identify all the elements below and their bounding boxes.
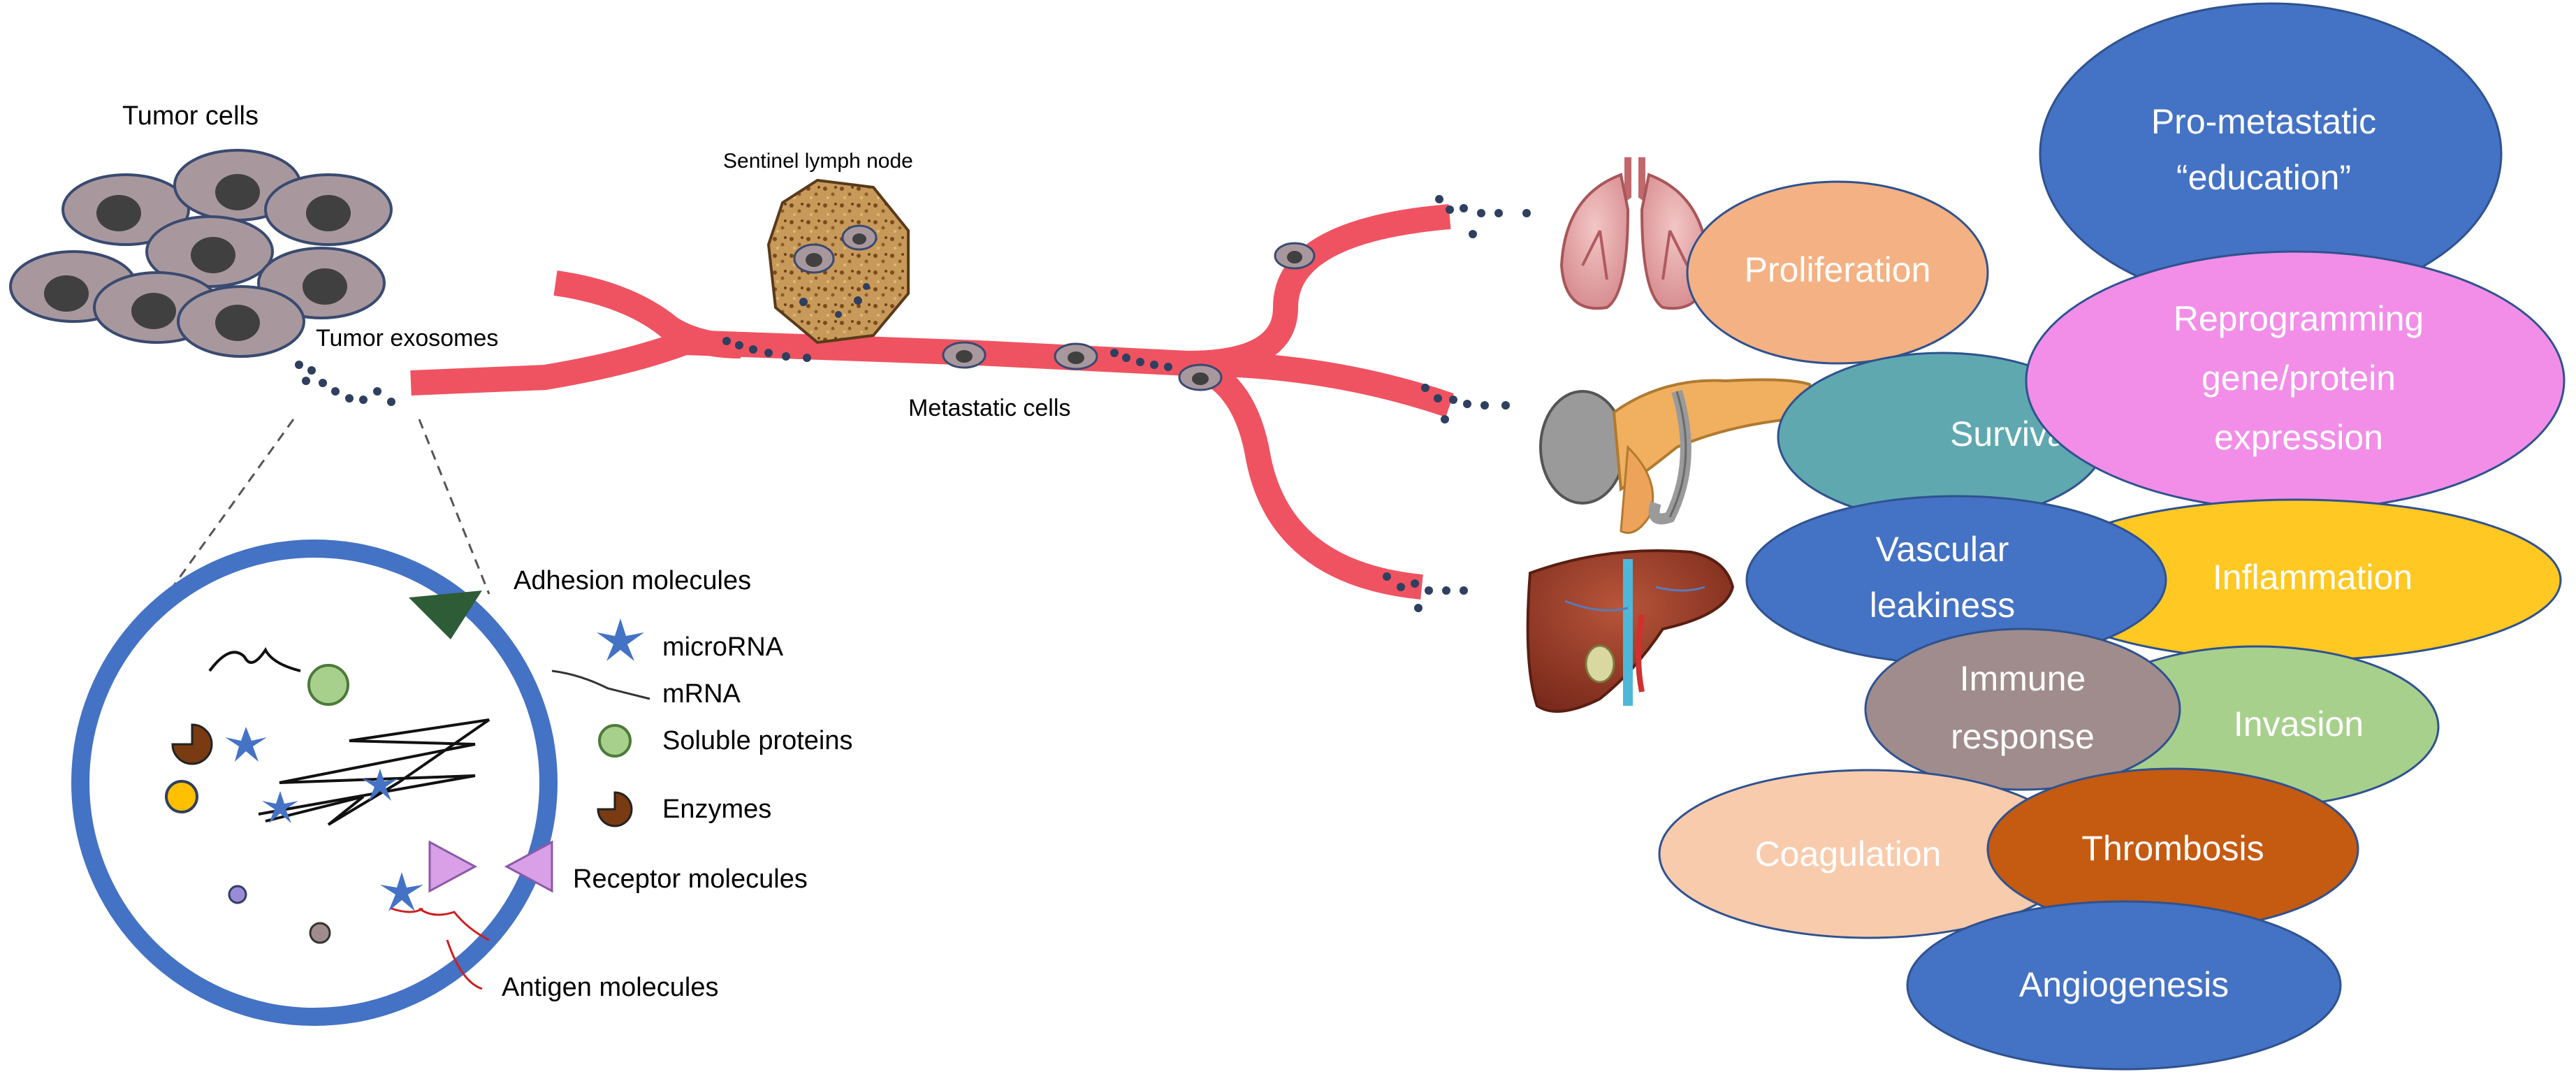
adhesion-label: Adhesion molecules	[514, 566, 751, 595]
education-label-line1: Pro-metastatic	[2151, 102, 2376, 141]
receptor-molecule-icon	[428, 840, 478, 893]
reprogramming-label-line1: Reprogramming	[2174, 299, 2424, 338]
exosome-dots	[295, 361, 395, 406]
inflammation-label: Inflammation	[2213, 558, 2413, 597]
microrna-icon	[597, 618, 644, 661]
tumor-cell	[264, 173, 393, 246]
antigen-label: Antigen molecules	[502, 973, 719, 1002]
enzyme-icon	[597, 791, 633, 827]
blood-vessels	[410, 204, 1454, 600]
thrombosis-oval: Thrombosis	[1986, 767, 2359, 931]
effect-ovals: Proliferation Survival Pro-metastatic “e…	[1658, 2, 2566, 1071]
mrna-icon	[551, 669, 650, 700]
pancreas-icon	[1539, 378, 1812, 534]
exosome-legend: Adhesion molecules microRNA mRNA Soluble…	[446, 566, 853, 1002]
tumor-cell	[61, 173, 190, 246]
adhesion-molecule-icon	[409, 591, 482, 639]
immune-label-line2: response	[1951, 717, 2095, 756]
antigen-pointer	[446, 939, 483, 990]
circulating-exosome-dots	[722, 195, 1531, 612]
education-label-line2: “education”	[2176, 158, 2351, 197]
receptor-label: Receptor molecules	[573, 864, 808, 894]
reprogramming-label-line3: expression	[2214, 418, 2383, 457]
lungs-icon	[1557, 147, 1714, 321]
education-oval: Pro-metastatic “education”	[2039, 2, 2503, 305]
angiogenesis-label: Angiogenesis	[2019, 965, 2229, 1004]
exosome-zoom-lines	[166, 419, 490, 595]
proliferation-label: Proliferation	[1745, 250, 1931, 289]
coagulation-oval: Coagulation	[1658, 769, 2080, 939]
soluble-proteins-label: Soluble proteins	[662, 726, 853, 755]
proliferation-oval: Proliferation	[1686, 180, 1989, 365]
small-particle-icon	[309, 922, 331, 944]
thrombosis-label: Thrombosis	[2081, 829, 2264, 868]
mrna-label: mRNA	[662, 679, 741, 709]
vascular-label-line2: leakiness	[1870, 586, 2015, 625]
tumor-cells-cluster	[9, 149, 393, 358]
small-particle-icon	[228, 885, 247, 904]
microrna-icon	[225, 727, 423, 911]
vascular-leakiness-oval: Vascular leakiness	[1745, 495, 2167, 665]
tumor-cell	[177, 285, 305, 358]
soluble-protein-icon	[598, 724, 632, 758]
sentinel-lymph-node	[766, 178, 910, 345]
sentinel-lymph-node-label: Sentinel lymph node	[723, 150, 913, 173]
reprogramming-label-line2: gene/protein	[2202, 359, 2396, 398]
immune-label-line1: Immune	[1960, 659, 2086, 698]
enzymes-label: Enzymes	[662, 795, 771, 824]
angiogenesis-oval: Angiogenesis	[1906, 900, 2342, 1071]
antigen-icon	[391, 907, 490, 941]
vascular-label-line1: Vascular	[1876, 530, 2009, 569]
microrna-label: microRNA	[662, 632, 784, 662]
enzyme-icon	[171, 723, 213, 765]
coagulation-label: Coagulation	[1755, 834, 1942, 874]
immune-response-oval: Immune response	[1864, 628, 2181, 791]
liver-icon	[1526, 549, 1735, 713]
soluble-protein-icon	[307, 664, 349, 706]
metastatic-cells	[942, 242, 1316, 391]
tumor-exosomes-label: Tumor exosomes	[316, 325, 498, 352]
invasion-label: Invasion	[2234, 704, 2364, 744]
particle-icon	[165, 780, 198, 813]
tumor-cells-label: Tumor cells	[122, 101, 259, 131]
metastatic-cells-label: Metastatic cells	[908, 395, 1070, 421]
exosome-detail	[71, 540, 558, 1026]
reprogramming-oval: Reprogramming gene/protein expression	[2025, 250, 2566, 512]
receptor-molecule-icon	[504, 840, 553, 893]
